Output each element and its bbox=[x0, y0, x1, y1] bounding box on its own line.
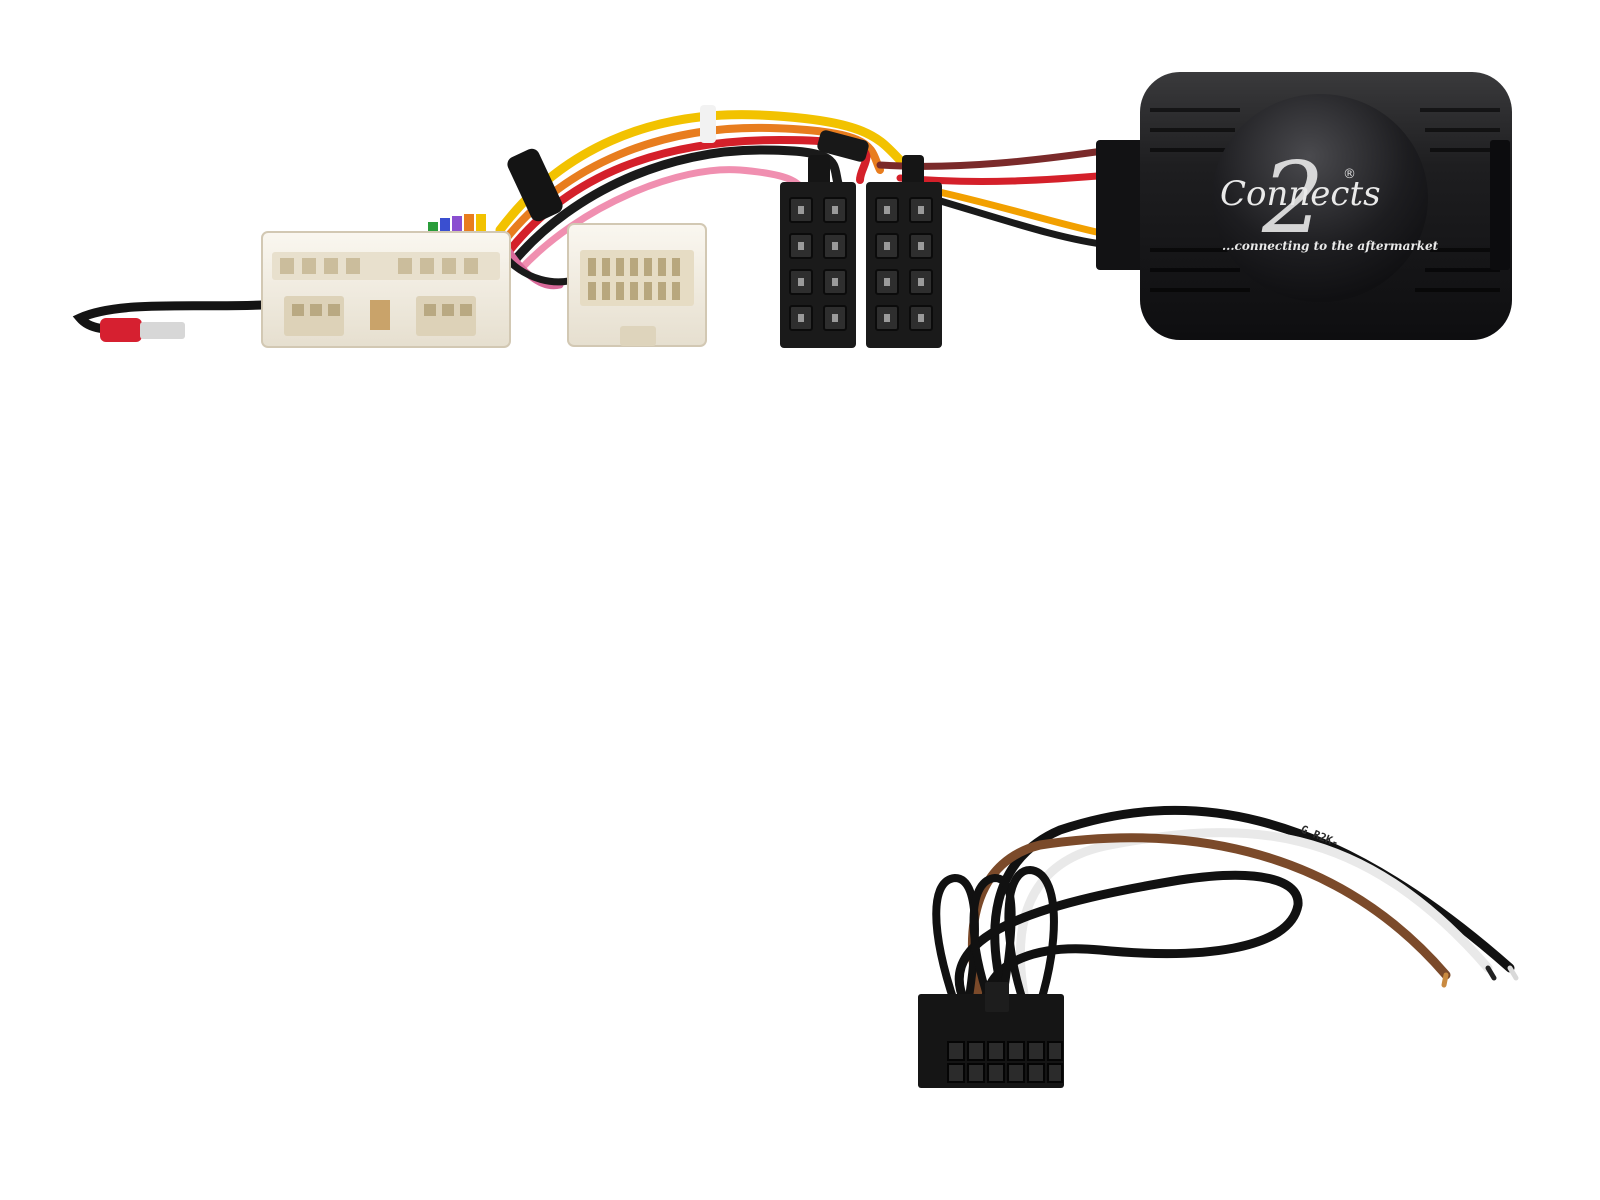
interface-module bbox=[1096, 72, 1512, 340]
brand-logo: 2 Connects ® ...connecting to the afterm… bbox=[1220, 142, 1439, 256]
vehicle-plug-large bbox=[261, 231, 511, 348]
steering-interface-harness: 2 Connects ® ...connecting to the afterm… bbox=[72, 72, 1512, 348]
lead-connector bbox=[918, 982, 1064, 1088]
vehicle-plug-small bbox=[567, 223, 707, 347]
logo-tagline: ...connecting to the aftermarket bbox=[1222, 239, 1439, 253]
logo-numeral: 2 bbox=[1261, 142, 1324, 256]
registered-mark: ® bbox=[1343, 167, 1356, 182]
fork-terminal bbox=[100, 318, 185, 342]
iso-connector-pair bbox=[780, 155, 942, 348]
lead-wires bbox=[932, 805, 1519, 1008]
steering-control-lead: G R2K- bbox=[918, 805, 1519, 1088]
logo-brand-text: Connects bbox=[1220, 174, 1381, 214]
loom-bands bbox=[507, 105, 869, 222]
